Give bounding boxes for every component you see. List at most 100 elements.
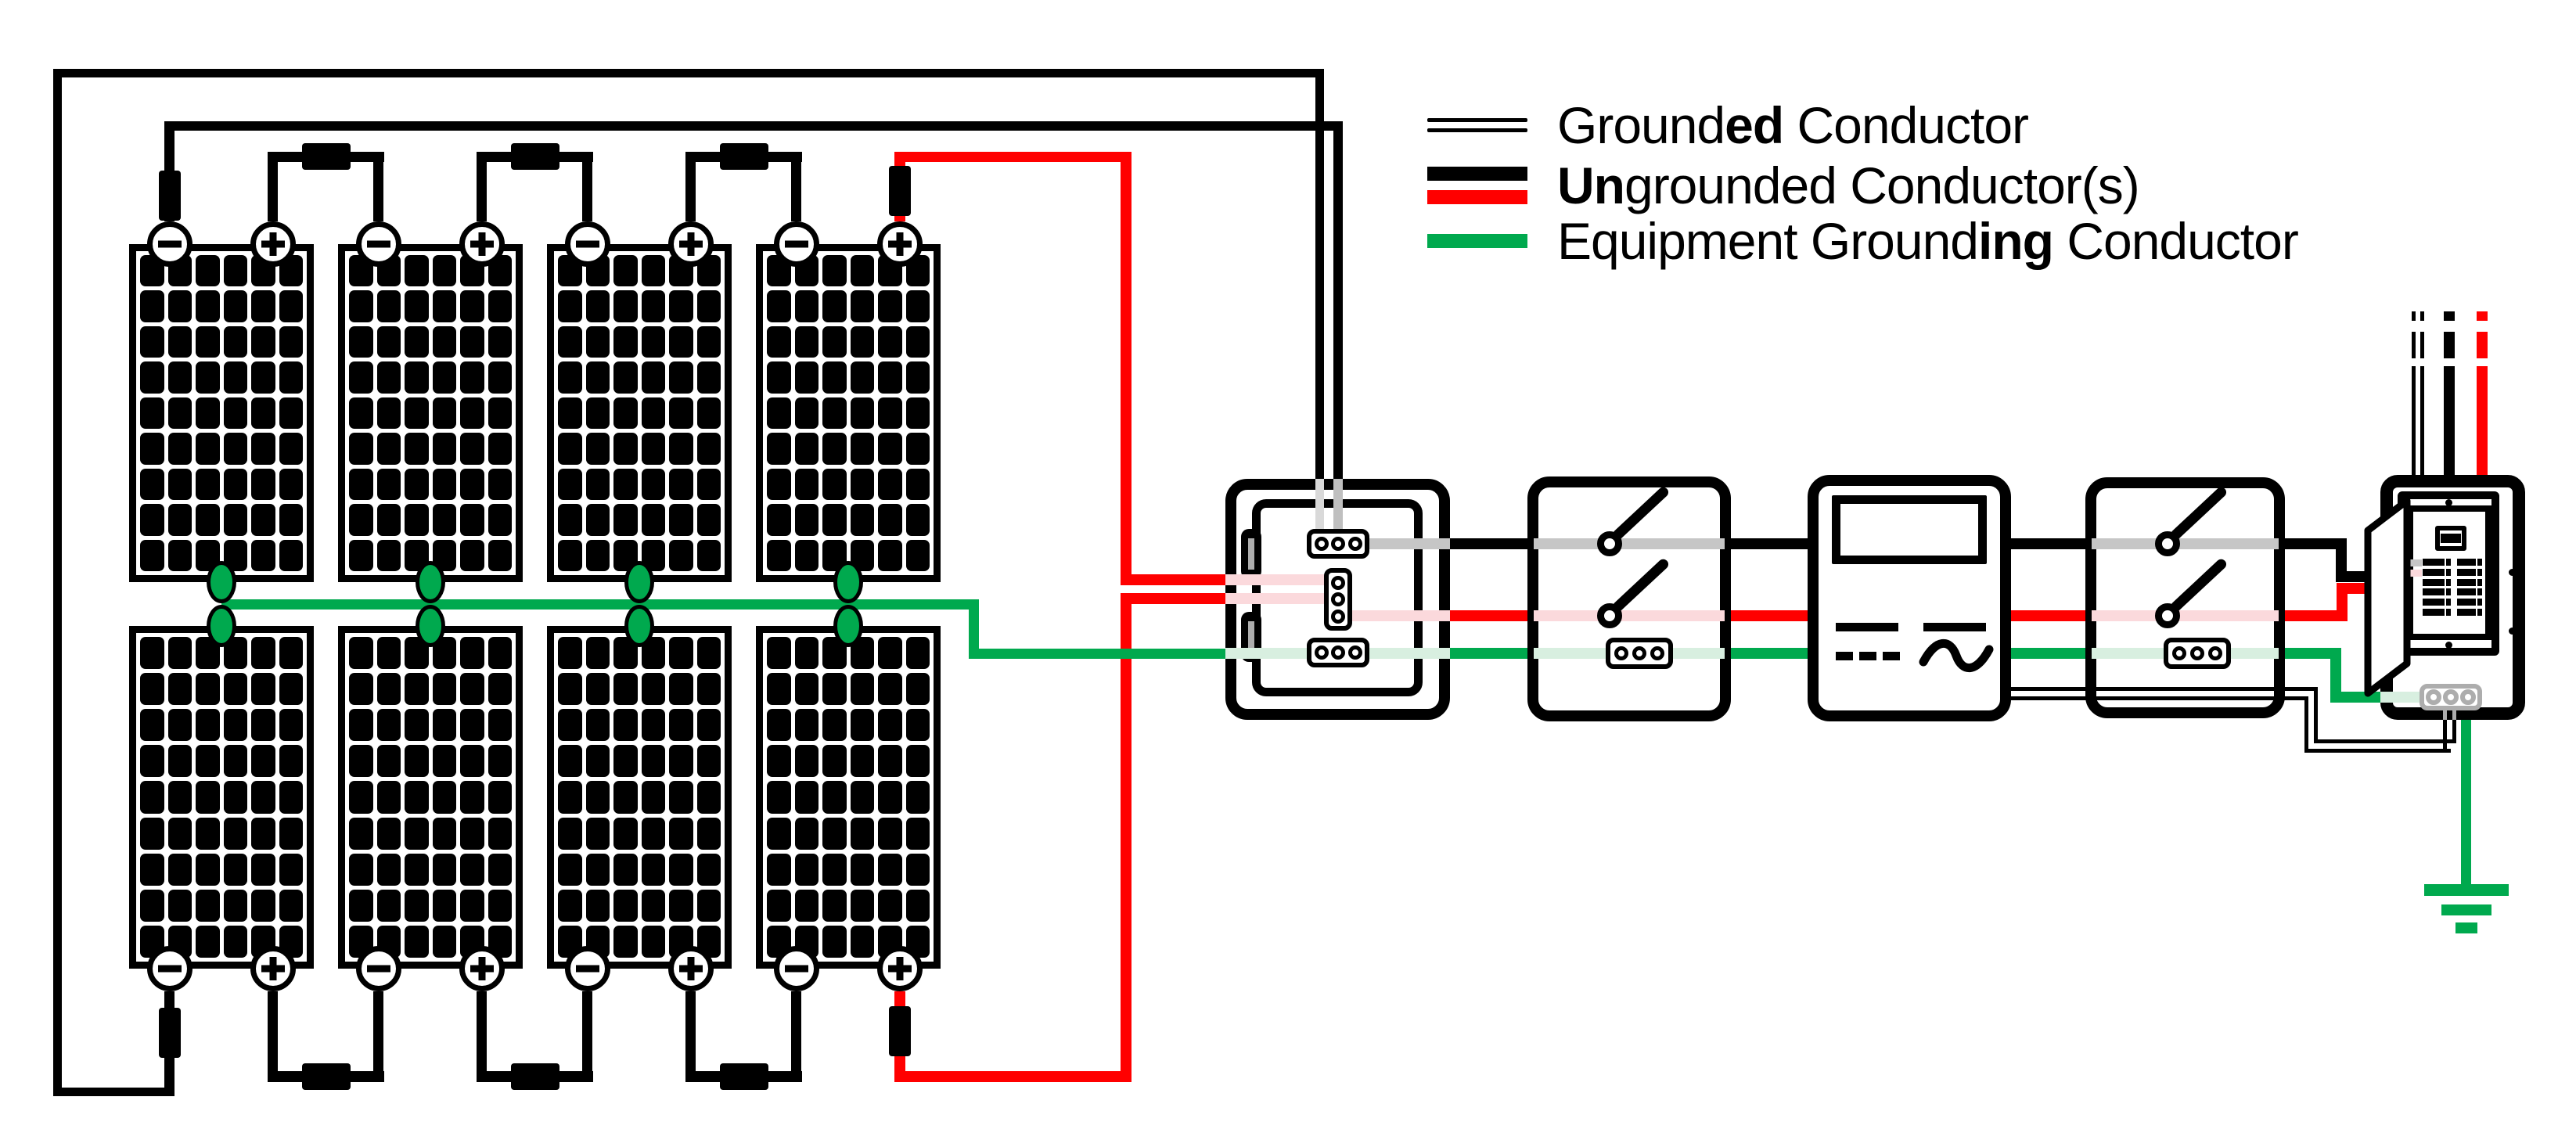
breaker-row	[2477, 559, 2482, 566]
plus-icon	[687, 957, 695, 980]
breaker-row	[2446, 599, 2451, 606]
wire-service-ungrounded-black	[2444, 311, 2455, 321]
wire-series-jumper	[373, 154, 383, 221]
panel-door-icon	[2362, 491, 2412, 699]
breaker-row	[2477, 609, 2482, 616]
wire-ungrounded-black	[1731, 538, 1808, 549]
pv-terminal-positive	[668, 221, 714, 267]
wire-ungrounded-string1-homerun	[1333, 121, 1343, 479]
pv-terminal-positive	[877, 946, 923, 991]
breaker-row	[2457, 579, 2476, 586]
legend-item-ungrounded-conductors: Ungrounded Conductor(s)	[1427, 154, 2140, 217]
wire-equipment-ground	[1731, 648, 1808, 659]
wire-ungrounded-string2-homerun	[1315, 69, 1324, 479]
wire-ungrounded-black	[2011, 538, 2085, 549]
wire-equipment-ground	[1450, 648, 1527, 659]
terminal-hole-icon	[1331, 646, 1345, 660]
wire-service-ungrounded-black	[2444, 366, 2455, 475]
wire-series-jumper	[791, 991, 801, 1077]
wire-faint-grounded	[1333, 479, 1343, 540]
ground-lug-icon	[624, 605, 654, 647]
terminal-hole-icon	[2443, 689, 2459, 705]
earth-ground-icon	[2455, 922, 2477, 933]
wire-series-jumper	[477, 991, 487, 1077]
terminal-hole-icon	[1347, 646, 1362, 660]
terminal-hole-icon	[2426, 689, 2441, 705]
legend-label-ungrounded: Ungrounded Conductor(s)	[1557, 156, 2140, 214]
wire-grounded-stub	[2443, 709, 2447, 720]
breaker-row	[2423, 579, 2445, 586]
wire-grounded-neutral	[2011, 687, 2318, 691]
legend-label-grounded: Grounded Conductor	[1557, 96, 2029, 154]
pv-cells	[554, 633, 725, 962]
mc4-connector-icon	[301, 1063, 351, 1090]
minus-icon	[576, 240, 599, 248]
screw-dot-icon	[2509, 628, 2516, 635]
pv-terminal-positive	[877, 221, 923, 267]
wire-faint-black	[1534, 538, 1725, 549]
wire-ungrounded-red-string2	[1121, 593, 1225, 604]
wire-faint-red	[1225, 593, 1324, 604]
pv-cells	[763, 633, 934, 962]
wire-faint-red	[1534, 610, 1725, 621]
terminal-block	[2164, 638, 2231, 669]
wire-service-grounded	[2412, 366, 2416, 475]
wire-grounded-neutral	[2452, 720, 2456, 743]
pv-module	[338, 244, 523, 582]
wire-series-jumper	[268, 154, 278, 221]
breaker-row	[2446, 609, 2451, 616]
terminal-hole-icon	[1347, 537, 1362, 551]
terminal-hole-icon	[2190, 646, 2204, 660]
screw-dot-icon	[2509, 569, 2516, 576]
minus-icon	[785, 965, 808, 973]
legend-item-grounded-conductor: Grounded Conductor	[1427, 94, 2029, 156]
legend-label-equipment-grounding: Equipment Grounding Conductor	[1557, 212, 2299, 270]
wire-ungrounded-black	[1450, 538, 1527, 549]
wire-equipment-ground	[2285, 648, 2341, 659]
legend-item-equipment-grounding-conductor: Equipment Grounding Conductor	[1427, 210, 2299, 272]
wire-service-grounded	[2420, 311, 2424, 321]
breaker-row	[2423, 569, 2445, 576]
minus-icon	[785, 240, 808, 248]
wire-ungrounded-red	[2011, 610, 2085, 621]
wire-service-grounded	[2412, 311, 2416, 321]
wire-series-jumper	[268, 991, 278, 1077]
breaker-row	[2477, 588, 2482, 595]
terminal-hole-icon	[1614, 646, 1628, 660]
breaker-row	[2446, 588, 2451, 595]
terminal-block	[1606, 638, 1673, 669]
pv-module	[129, 626, 314, 969]
terminal-block	[1324, 568, 1352, 631]
wire-stub-grounded	[2409, 559, 2422, 566]
minus-icon	[367, 240, 390, 248]
wire-series-jumper	[373, 991, 383, 1077]
pv-cells	[763, 251, 934, 575]
wire-ungrounded-string1-homerun	[164, 121, 1343, 131]
plus-icon	[896, 232, 904, 256]
dc-symbol-icon	[1836, 652, 1853, 660]
pv-terminal-negative	[774, 946, 819, 991]
wire-grounded-neutral	[2314, 739, 2456, 743]
wire-series-jumper	[685, 991, 696, 1077]
breaker-row	[2446, 569, 2451, 576]
dc-symbol-icon	[1836, 623, 1898, 631]
mc4-connector-icon	[719, 143, 768, 170]
pv-terminal-negative	[774, 221, 819, 267]
breaker-row	[2457, 599, 2476, 606]
breaker-row	[2423, 559, 2445, 566]
wire-series-jumper	[791, 154, 801, 221]
wire-faint-black	[1369, 538, 1450, 549]
pv-cells	[136, 251, 307, 575]
wire-grounded-neutral	[2314, 687, 2318, 743]
wire-grounded-neutral	[2011, 696, 2308, 700]
ground-lug-icon	[207, 605, 236, 647]
breaker-row	[2457, 569, 2476, 576]
wire-grounded-stub	[2452, 709, 2456, 720]
pv-terminal-positive	[250, 946, 296, 991]
wire-equipment-ground-bus	[969, 649, 1225, 659]
wire-service-ungrounded-red	[2477, 311, 2488, 321]
wire-ungrounded-red-string1	[1121, 152, 1131, 585]
pv-terminal-negative	[147, 221, 192, 267]
plus-icon	[896, 957, 904, 980]
